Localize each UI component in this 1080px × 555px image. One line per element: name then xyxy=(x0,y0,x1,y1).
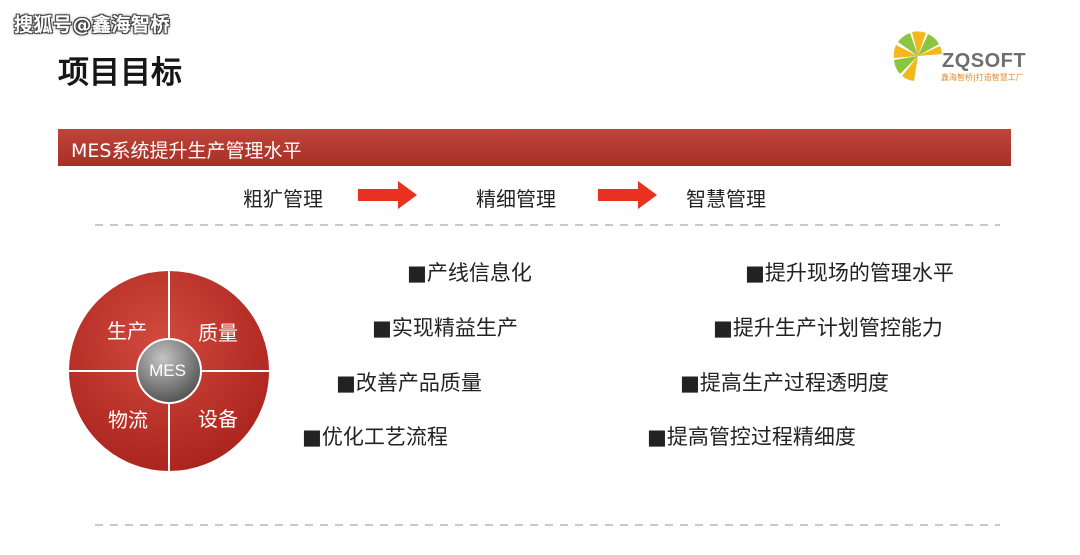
goal-item: ■优化工艺流程 xyxy=(302,425,448,449)
dashed-divider xyxy=(95,524,1000,526)
goal-item: ■提升生产计划管控能力 xyxy=(713,316,943,340)
page-title: 项目目标 xyxy=(58,55,182,91)
logo-tagline: 鑫海智桥|打造智慧工厂 xyxy=(941,73,1024,82)
logo-wordmark: ZQSOFT xyxy=(942,50,1027,72)
quadrant-equipment: 设备 xyxy=(198,407,238,431)
zqsoft-logo-icon xyxy=(893,31,942,81)
mes-center-label: MES xyxy=(149,361,186,380)
banner-text: MES系统提升生产管理水平 xyxy=(71,140,302,162)
mes-circle-diagram xyxy=(67,269,271,473)
arrow-right-icon xyxy=(598,181,657,209)
goal-item: ■改善产品质量 xyxy=(336,371,482,395)
goal-item: ■提高生产过程透明度 xyxy=(680,371,889,395)
quadrant-production: 生产 xyxy=(107,319,147,343)
goal-item: ■产线信息化 xyxy=(407,261,532,285)
quadrant-quality: 质量 xyxy=(198,321,238,345)
step-rough: 粗犷管理 xyxy=(243,187,323,211)
banner: MES系统提升生产管理水平 xyxy=(58,129,1011,166)
goal-item: ■提高管控过程精细度 xyxy=(647,425,856,449)
goal-item: ■实现精益生产 xyxy=(372,316,518,340)
goal-item: ■提升现场的管理水平 xyxy=(745,261,954,285)
step-fine: 精细管理 xyxy=(476,187,556,211)
watermark: 搜狐号@鑫海智桥 xyxy=(14,14,171,36)
quadrant-logistics: 物流 xyxy=(108,408,148,432)
arrow-right-icon xyxy=(358,181,417,209)
step-smart: 智慧管理 xyxy=(686,187,766,211)
dashed-divider xyxy=(95,224,1000,226)
